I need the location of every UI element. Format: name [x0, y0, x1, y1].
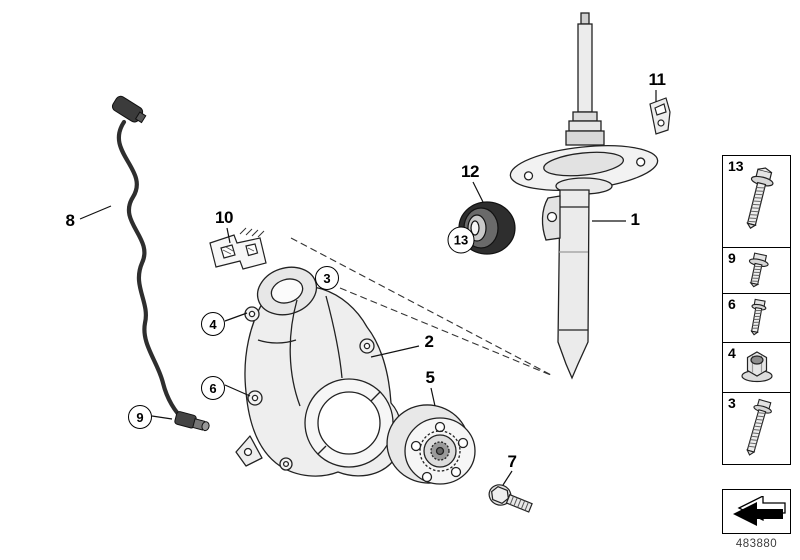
cable-bracket-drawing — [209, 227, 267, 270]
legend-label-9: 9 — [728, 249, 736, 266]
callout-6[interactable]: 6 — [201, 376, 225, 400]
callout-2[interactable]: 2 — [424, 332, 434, 351]
flange-bolt-icon — [745, 398, 772, 456]
callout-8[interactable]: 8 — [65, 211, 75, 230]
legend-label-3: 3 — [728, 395, 736, 411]
abs-cable-drawing — [111, 95, 187, 423]
callout-4[interactable]: 4 — [201, 312, 225, 336]
callout-3[interactable]: 3 — [315, 266, 339, 290]
callout-10[interactable]: 10 — [215, 208, 233, 227]
travel-direction-arrow-icon — [732, 495, 786, 526]
abs-sensor-drawing — [174, 411, 210, 432]
hex-bolt-icon — [749, 298, 766, 336]
legend-item-4[interactable]: 4 — [722, 341, 791, 394]
callout-11[interactable]: 11 — [648, 70, 666, 89]
legend-label-6: 6 — [728, 296, 736, 312]
flange-bolt-icon — [745, 166, 774, 229]
hub-bolt-drawing — [488, 484, 533, 513]
callout-9[interactable]: 9 — [128, 405, 152, 429]
legend-item-9[interactable]: 9 — [722, 246, 791, 295]
cable-connector — [111, 95, 147, 124]
flange-bolt-icon — [748, 251, 769, 287]
strut-bracket-drawing — [649, 97, 671, 135]
legend-label-13: 13 — [728, 158, 744, 174]
carrier-drawing — [235, 266, 403, 477]
flange-nut-icon — [740, 350, 773, 382]
callout-13[interactable]: 13 — [447, 226, 475, 254]
fastener-legend: 13 9 — [722, 155, 791, 465]
legend-item-13[interactable]: 13 — [722, 155, 791, 248]
callout-1[interactable]: 1 — [630, 210, 640, 229]
callout-7[interactable]: 7 — [507, 452, 517, 471]
leader-lines — [79, 90, 657, 486]
callout-12[interactable]: 12 — [461, 162, 479, 181]
drawing-number: 483880 — [735, 538, 778, 550]
legend-item-3[interactable]: 3 — [722, 392, 791, 465]
wheel-hub-drawing — [386, 404, 476, 485]
legend-item-6[interactable]: 6 — [722, 293, 791, 343]
legend-label-4: 4 — [728, 344, 736, 361]
callout-5[interactable]: 5 — [425, 368, 435, 387]
spring-strut-drawing — [509, 12, 659, 380]
alignment-dashed-lines — [290, 237, 554, 377]
direction-arrow-box — [722, 489, 791, 534]
